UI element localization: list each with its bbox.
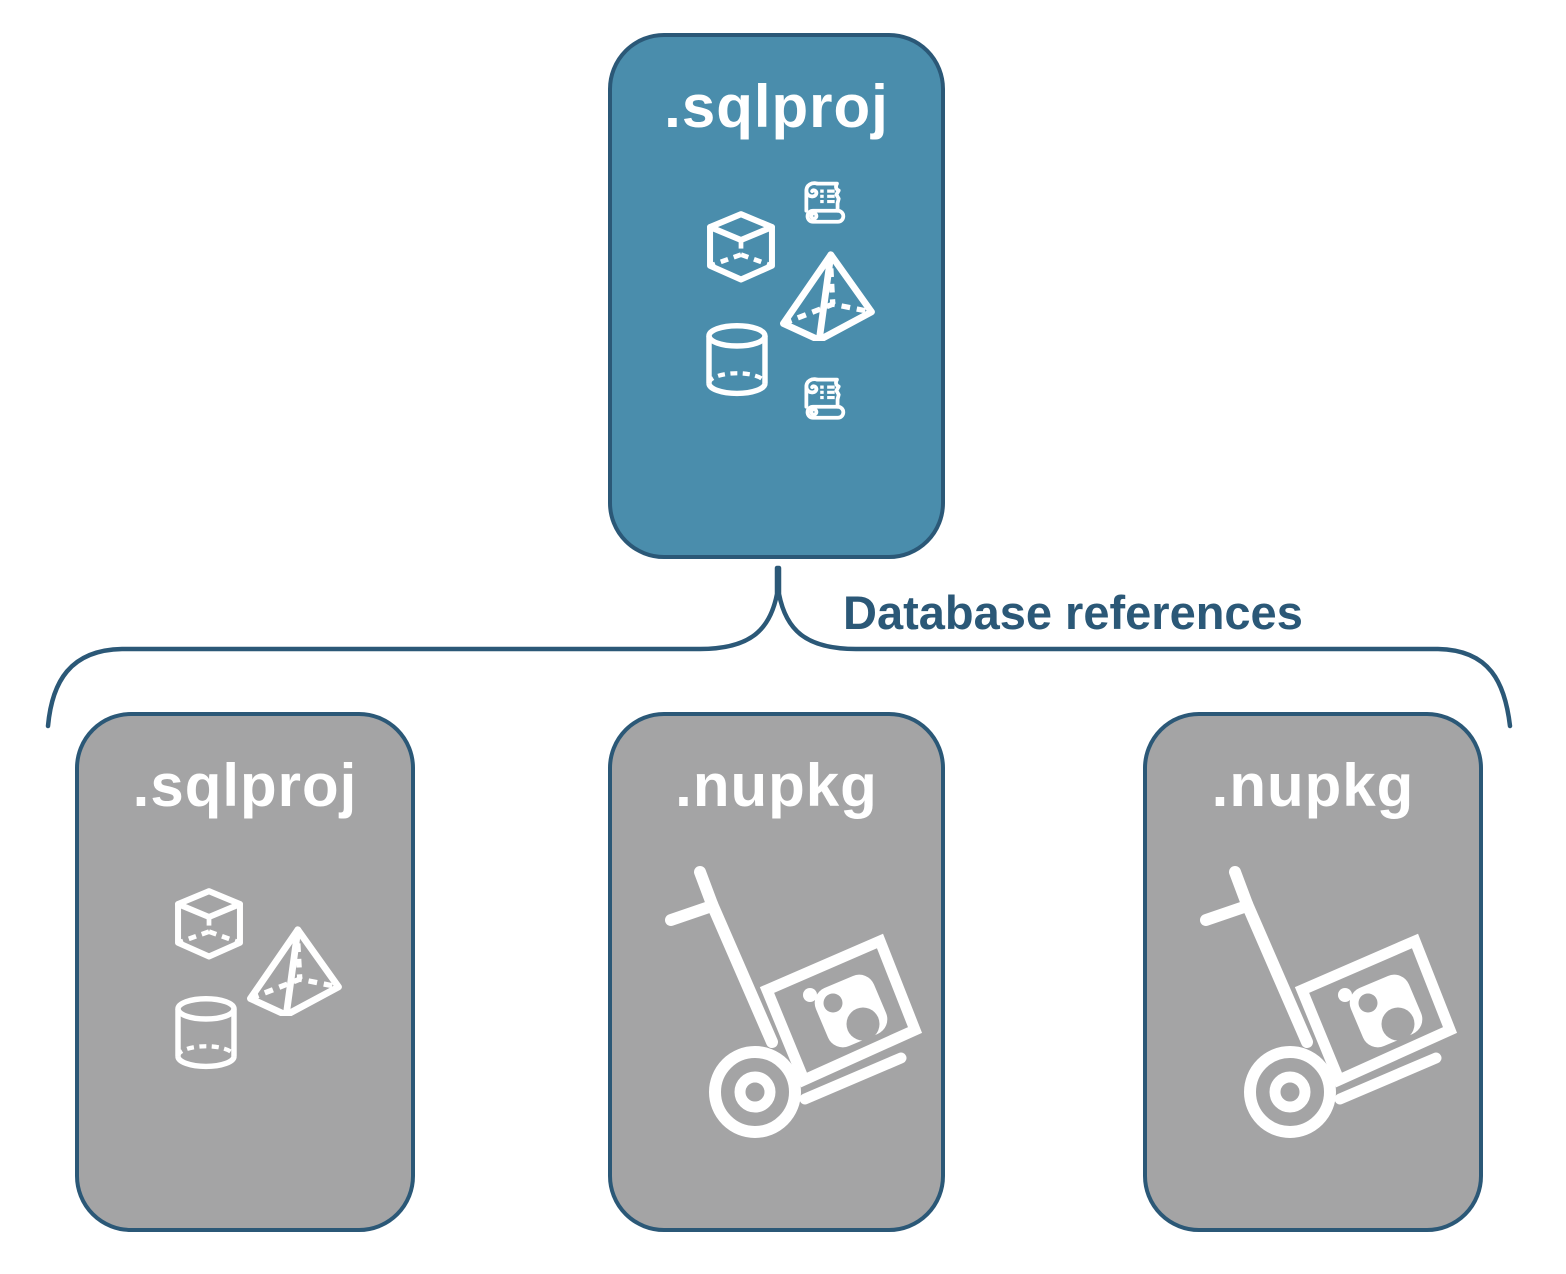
- package-dolly-icon: [1149, 834, 1484, 1174]
- child-box-nupkg-2: .nupkg: [1143, 712, 1483, 1232]
- script-scroll-icon: [798, 179, 854, 231]
- child-box-sqlproj: .sqlproj: [75, 712, 415, 1232]
- cube-icon: [698, 203, 784, 289]
- child-box-title: .nupkg: [1211, 752, 1415, 819]
- database-cylinder-icon: [702, 321, 772, 399]
- pyramid-icon: [775, 249, 877, 341]
- script-scroll-icon: [798, 375, 854, 427]
- child-box-title: .nupkg: [675, 752, 878, 819]
- child-box-nupkg-1: .nupkg: [608, 712, 945, 1232]
- root-box-title: .sqlproj: [664, 73, 889, 140]
- cube-icon: [166, 880, 252, 966]
- root-box-sqlproj: .sqlproj: [608, 33, 945, 559]
- connector-label: Database references: [843, 586, 1303, 639]
- database-cylinder-icon: [171, 994, 241, 1072]
- package-dolly-icon: [614, 834, 949, 1174]
- child-box-title: .sqlproj: [132, 752, 358, 819]
- pyramid-icon: [242, 924, 344, 1016]
